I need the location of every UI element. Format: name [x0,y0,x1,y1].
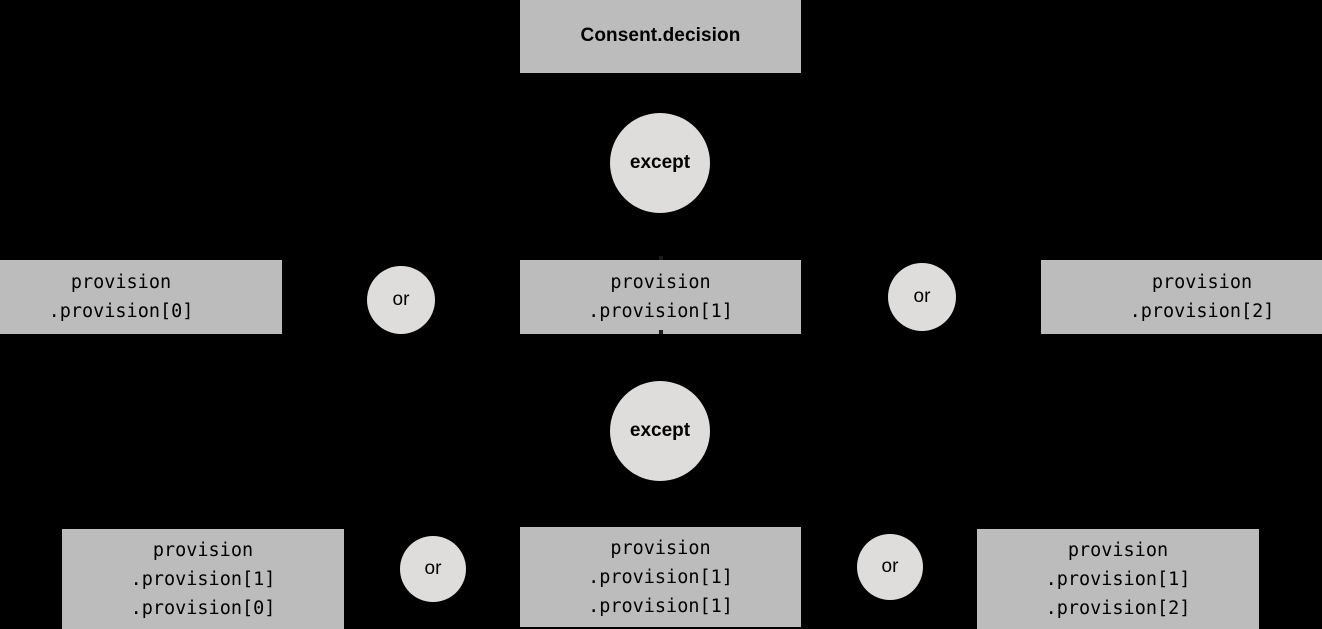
node-provision-0-label: provision .provision[0] [48,272,194,322]
node-provision-1-2-label: provision .provision[1] .provision[2] [1045,539,1191,619]
node-provision-1[interactable]: provision .provision[1] [520,260,801,334]
node-operator-or-1-label: or [392,289,410,310]
node-provision-1-label: provision .provision[1] [588,272,733,322]
node-operator-or-4[interactable]: or [857,534,923,600]
node-provision-1-1[interactable]: provision .provision[1] .provision[1] [520,527,801,627]
node-provision-1-0-label: provision .provision[1] .provision[0] [130,539,276,619]
node-operator-or-4-label: or [881,556,899,577]
node-provision-1-2[interactable]: provision .provision[1] .provision[2] [977,529,1259,629]
node-operator-or-3-label: or [424,558,442,579]
node-consent-decision[interactable]: Consent.decision [520,0,801,73]
node-operator-or-2[interactable]: or [888,263,956,331]
node-operator-except-2[interactable]: except [610,381,710,481]
edge-connector-dot-bottom [659,330,663,334]
node-operator-or-2-label: or [913,286,931,307]
node-provision-1-1-label: provision .provision[1] .provision[1] [588,537,733,617]
node-provision-2-label: provision .provision[2] [1129,272,1275,322]
node-operator-except-1-label: except [629,152,691,173]
node-provision-0[interactable]: provision .provision[0] [0,260,282,334]
node-operator-except-1[interactable]: except [610,113,710,213]
node-operator-except-2-label: except [629,420,691,441]
node-provision-1-0[interactable]: provision .provision[1] .provision[0] [62,529,344,629]
node-consent-decision-label: Consent.decision [580,25,741,46]
edge-connector-dot-top [659,256,663,260]
node-operator-or-1[interactable]: or [367,266,435,334]
node-provision-2[interactable]: provision .provision[2] [1041,260,1322,334]
node-operator-or-3[interactable]: or [400,536,466,602]
